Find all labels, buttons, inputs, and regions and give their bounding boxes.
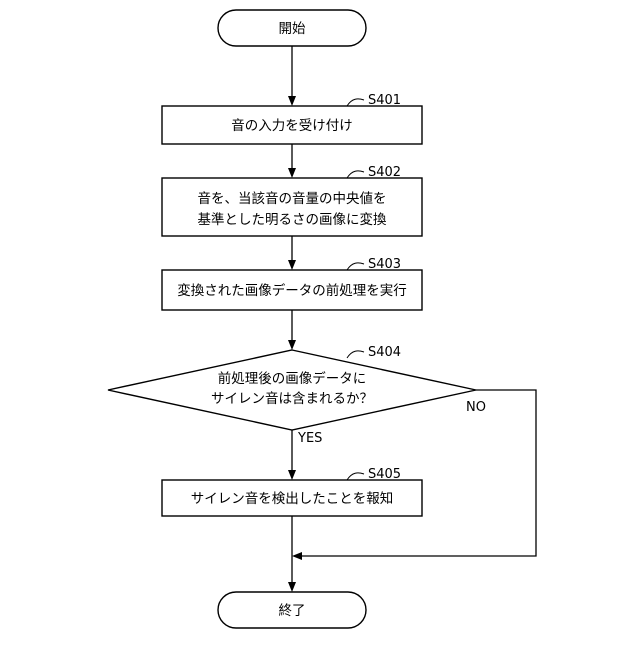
step-s401-text: 音の入力を受け付け [231, 117, 353, 134]
step-s404-id: S404 [368, 345, 401, 360]
step-s402-text-line2: 基準とした明るさの画像に変換 [198, 211, 387, 228]
decision-step-s404: 前処理後の画像データに サイレン音は含まれるか？ S404 [108, 345, 476, 430]
step-s403-text: 変換された画像データの前処理を実行 [177, 282, 407, 299]
step-s405-id: S405 [368, 467, 401, 482]
step-s401-id: S401 [368, 93, 401, 108]
end-label: 終了 [279, 603, 306, 619]
start-label: 開始 [279, 21, 306, 37]
step-s402-text-line1: 音を、当該音の音量の中央値を [198, 190, 387, 207]
yes-branch-label: YES [297, 431, 322, 446]
step-s404-text-line2: サイレン音は含まれるか？ [211, 390, 373, 407]
step-s404-text-line1: 前処理後の画像データに [218, 370, 367, 387]
step-s405-text: サイレン音を検出したことを報知 [191, 490, 394, 507]
no-branch-label: NO [466, 400, 486, 415]
step-s402-id: S402 [368, 165, 401, 180]
start-terminal: 開始 [218, 10, 366, 46]
end-terminal: 終了 [218, 592, 366, 628]
step-s403-id: S403 [368, 257, 401, 272]
